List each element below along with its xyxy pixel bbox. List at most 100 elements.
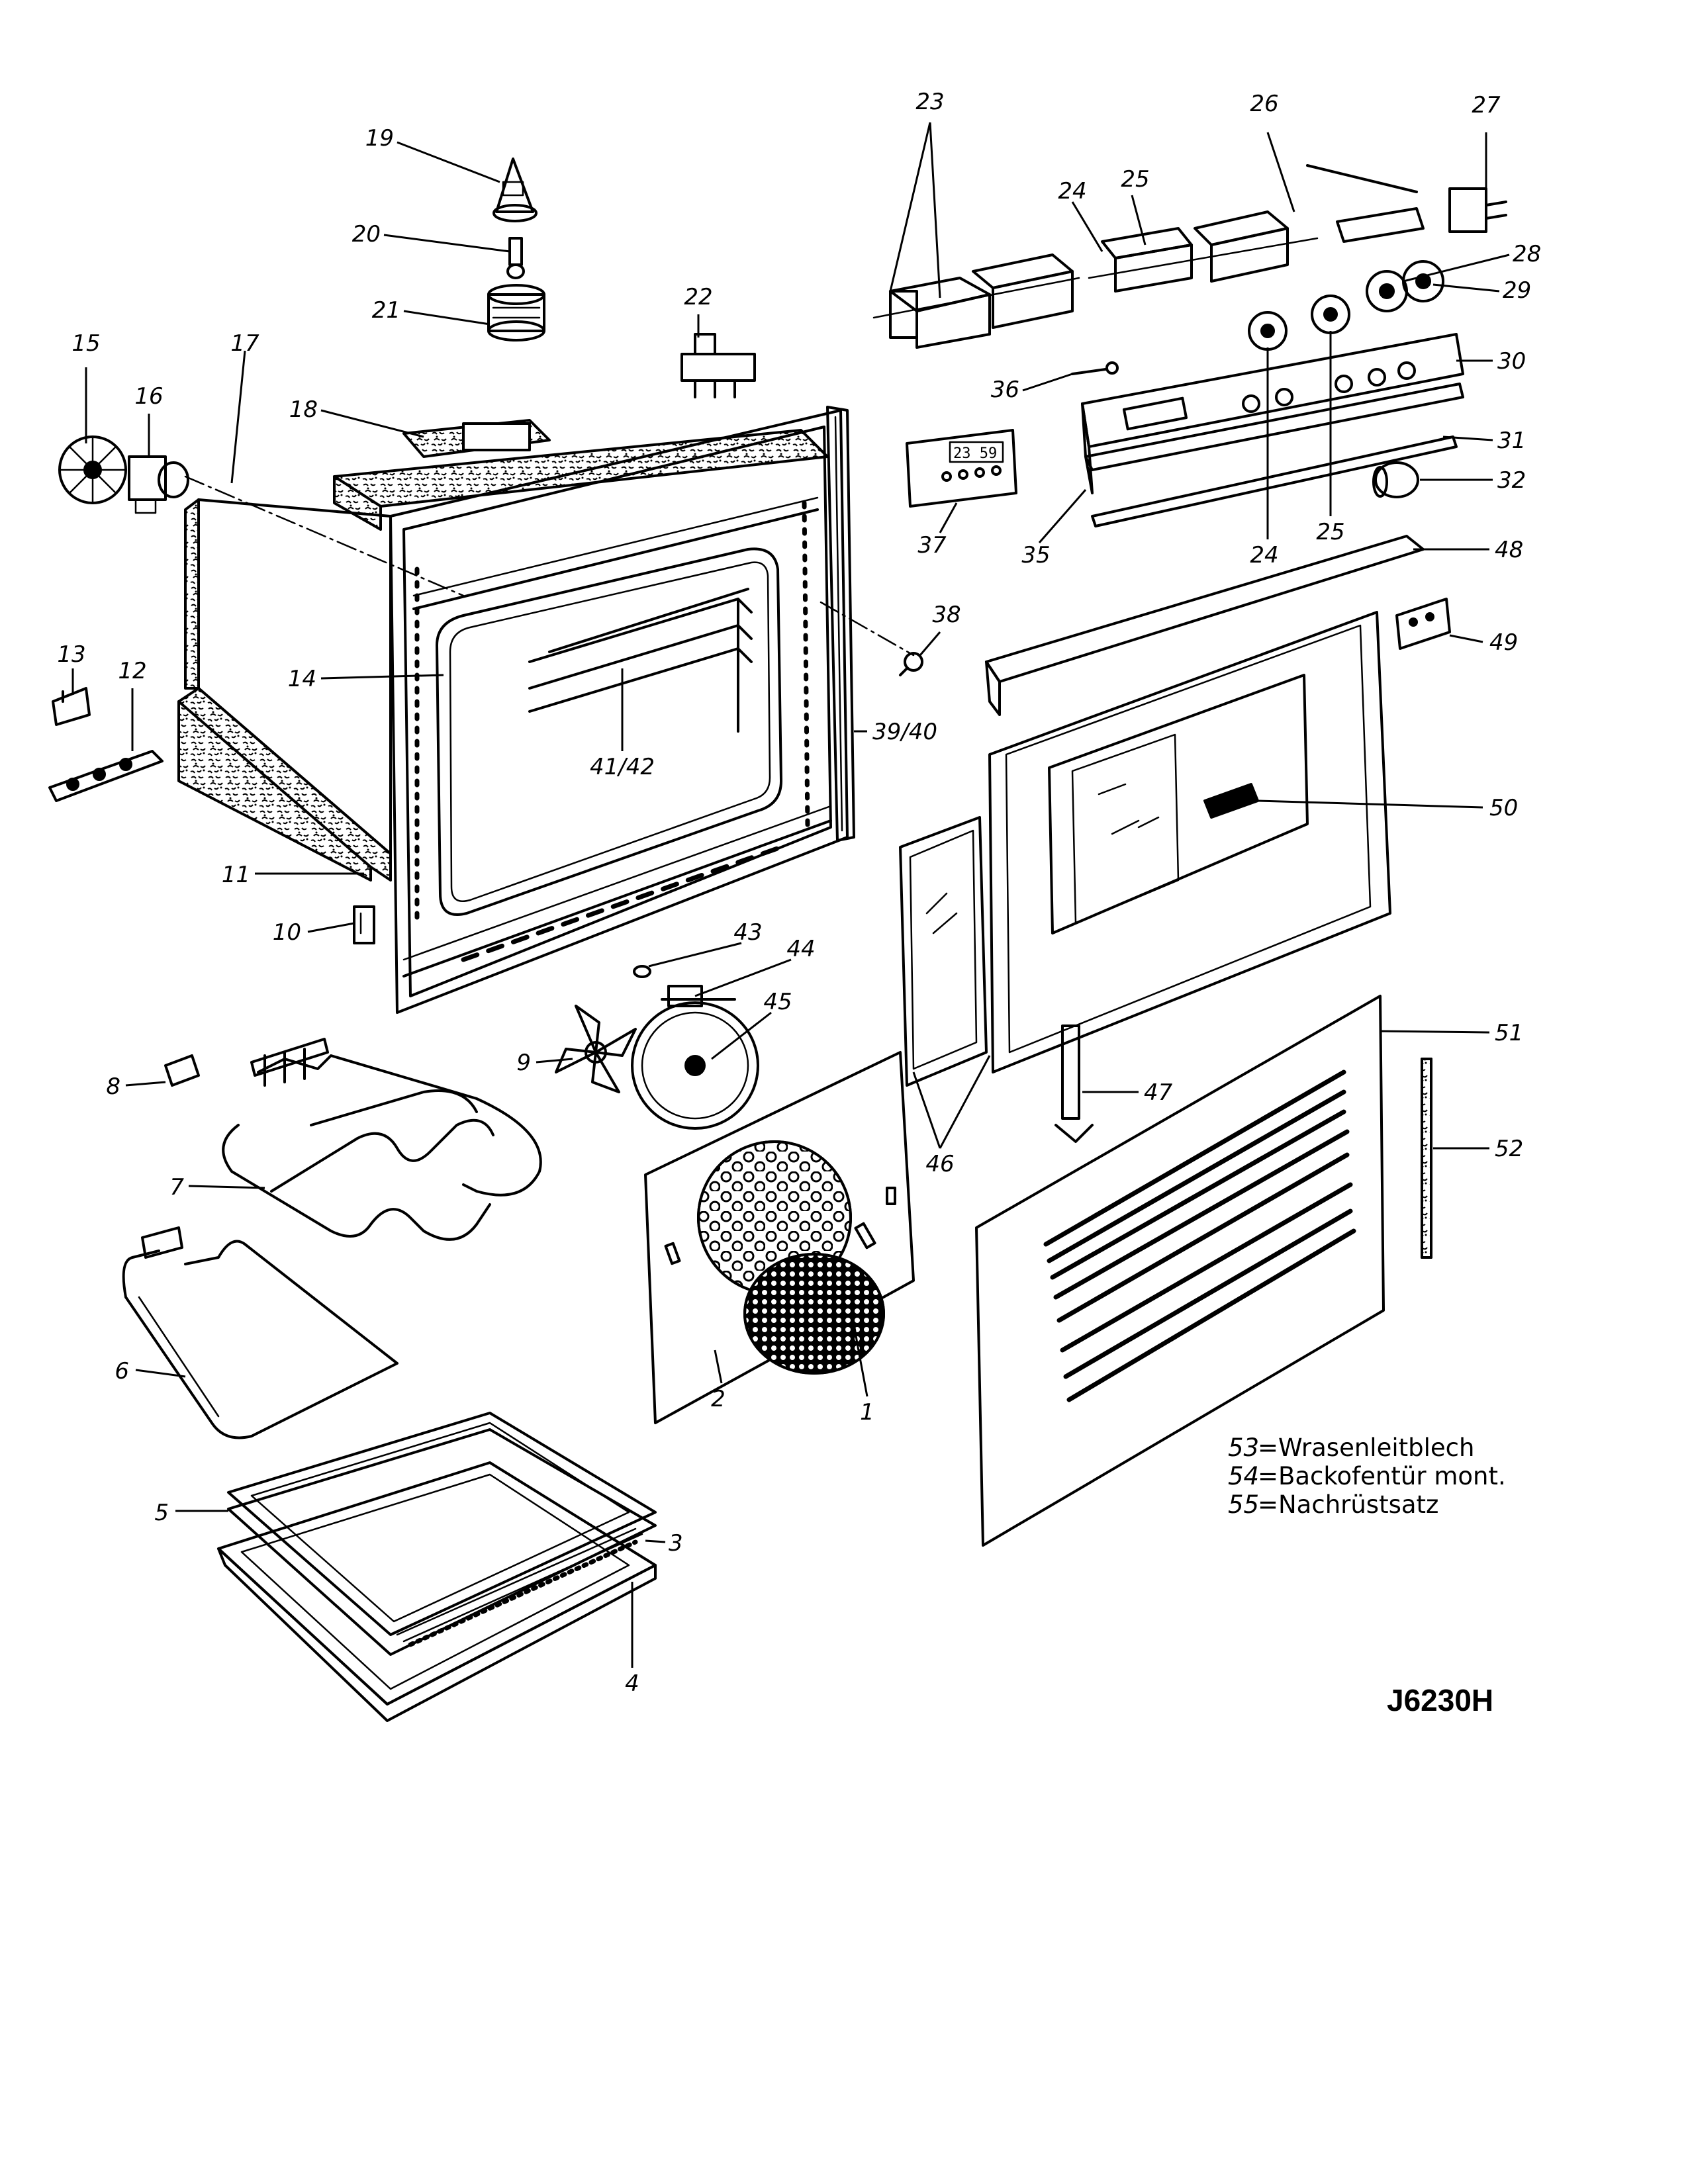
part-label-6: 6 <box>115 1358 129 1385</box>
timer-37: 23 59 <box>906 429 1017 508</box>
knob-32 <box>1372 461 1419 498</box>
part-label-20: 20 <box>352 221 381 248</box>
part-label-19: 19 <box>365 125 394 152</box>
part-label-47: 47 <box>1144 1079 1173 1106</box>
part-label-41-42: 41/42 <box>590 754 655 780</box>
part-label-7: 7 <box>169 1174 184 1201</box>
part-label-29: 29 <box>1503 277 1531 304</box>
part-label-18: 18 <box>289 396 318 423</box>
drawing-number: J6230H <box>1387 1683 1493 1717</box>
top-element-8-clip <box>164 1054 200 1087</box>
legend-text-53: =Wrasenleitblech <box>1258 1433 1474 1462</box>
part-label-36: 36 <box>991 377 1019 403</box>
part-label-9: 9 <box>516 1050 531 1076</box>
grill-element-7 <box>222 1038 542 1241</box>
lamp-cover-21 <box>487 284 545 341</box>
part-label-44: 44 <box>786 936 815 962</box>
grid-rack-5 <box>227 1428 657 1656</box>
part-label-26: 26 <box>1250 91 1278 117</box>
door-seal-52 <box>1421 1058 1432 1259</box>
part-label-45: 45 <box>763 989 792 1015</box>
knob-rings-28-29 <box>1248 260 1444 351</box>
part-label-5: 5 <box>154 1500 169 1526</box>
part-label-11: 11 <box>222 862 250 888</box>
part-label-12: 12 <box>118 658 146 684</box>
legend-number-55: 55 <box>1228 1490 1259 1519</box>
part-label-35: 35 <box>1021 542 1050 569</box>
part-label-43: 43 <box>733 919 762 946</box>
part-label-38: 38 <box>932 602 961 628</box>
part-label-10: 10 <box>273 919 301 946</box>
bulb-20 <box>506 237 525 279</box>
control-panel-30 <box>1081 333 1464 494</box>
part-labels: 1 2 3 4 5 6 7 8 9 10 11 12 13 14 15 16 1… <box>57 89 1541 1697</box>
part-label-28: 28 <box>1513 241 1541 267</box>
part-label-25-top: 25 <box>1121 166 1149 193</box>
part-label-17: 17 <box>230 330 259 357</box>
timer-display: 23 59 <box>953 445 997 462</box>
part-label-48: 48 <box>1495 537 1523 563</box>
parts-legend: 53 =Wrasenleitblech 54 =Backofentür mont… <box>1228 1433 1506 1519</box>
door-glass-46 <box>899 816 988 1087</box>
legend-text-54: =Backofentür mont. <box>1258 1462 1506 1490</box>
screw-36 <box>1071 361 1119 375</box>
part-label-46: 46 <box>925 1151 954 1177</box>
door-inner-frame <box>988 611 1391 1073</box>
part-label-3: 3 <box>669 1530 683 1557</box>
small-part-19 <box>492 158 538 222</box>
part-label-4: 4 <box>625 1670 639 1697</box>
bottom-element-6 <box>122 1226 399 1439</box>
terminal-block-12 <box>48 750 164 802</box>
part-label-52: 52 <box>1495 1136 1523 1162</box>
hinge-47 <box>1055 1024 1094 1143</box>
part-label-39-40: 39/40 <box>872 719 937 745</box>
part-label-30: 30 <box>1497 348 1526 375</box>
part-label-31: 31 <box>1497 428 1526 454</box>
part-label-37: 37 <box>917 532 947 559</box>
convection-fan-blade-15 <box>58 435 127 504</box>
switch-26 <box>1306 164 1425 243</box>
part-label-16: 16 <box>134 383 163 410</box>
bracket-13 <box>52 687 91 726</box>
part-label-27: 27 <box>1472 92 1501 118</box>
rear-panel-2 <box>644 1051 915 1424</box>
part-label-15: 15 <box>71 330 100 357</box>
switch-bank-24-25 <box>1088 210 1319 293</box>
part-label-24-bottom: 24 <box>1250 542 1278 569</box>
oven-cavity-assembly <box>177 406 915 1014</box>
part-label-24-top: 24 <box>1058 178 1086 205</box>
screw-38 <box>899 652 923 676</box>
door-top-strip-48 <box>985 535 1425 716</box>
leader-lines <box>71 122 1510 1668</box>
seal-43 <box>633 965 651 978</box>
fan-9 <box>555 1005 637 1093</box>
trim-strip-31 <box>1091 435 1458 527</box>
part-label-22: 22 <box>684 284 712 310</box>
fan-guard-44-45 <box>631 985 759 1130</box>
deep-tray-4 <box>217 1461 657 1722</box>
part-label-14: 14 <box>288 666 316 692</box>
door-outer-51 <box>975 995 1385 1547</box>
part-label-1: 1 <box>860 1399 874 1426</box>
baking-tray-3 <box>227 1412 657 1636</box>
part-label-49: 49 <box>1489 629 1518 656</box>
part-label-32: 32 <box>1497 467 1526 494</box>
hinge-49 <box>1395 598 1451 650</box>
part-label-50: 50 <box>1489 795 1518 821</box>
legend-number-54: 54 <box>1228 1462 1259 1490</box>
fan-motor-16 <box>128 455 189 514</box>
clip-10 <box>353 905 375 944</box>
legend-number-53: 53 <box>1228 1433 1259 1462</box>
part-label-8: 8 <box>106 1073 120 1100</box>
thermostat-27 <box>1448 187 1507 233</box>
part-label-21: 21 <box>372 297 400 324</box>
part-label-2: 2 <box>711 1386 726 1412</box>
legend-text-55: =Nachrüstsatz <box>1258 1490 1438 1519</box>
switch-bank-23 <box>872 253 1080 349</box>
part-label-51: 51 <box>1495 1020 1523 1046</box>
connector-22 <box>680 333 756 398</box>
part-label-23: 23 <box>915 89 944 115</box>
part-label-13: 13 <box>57 641 85 668</box>
part-label-25-bottom: 25 <box>1316 519 1344 545</box>
